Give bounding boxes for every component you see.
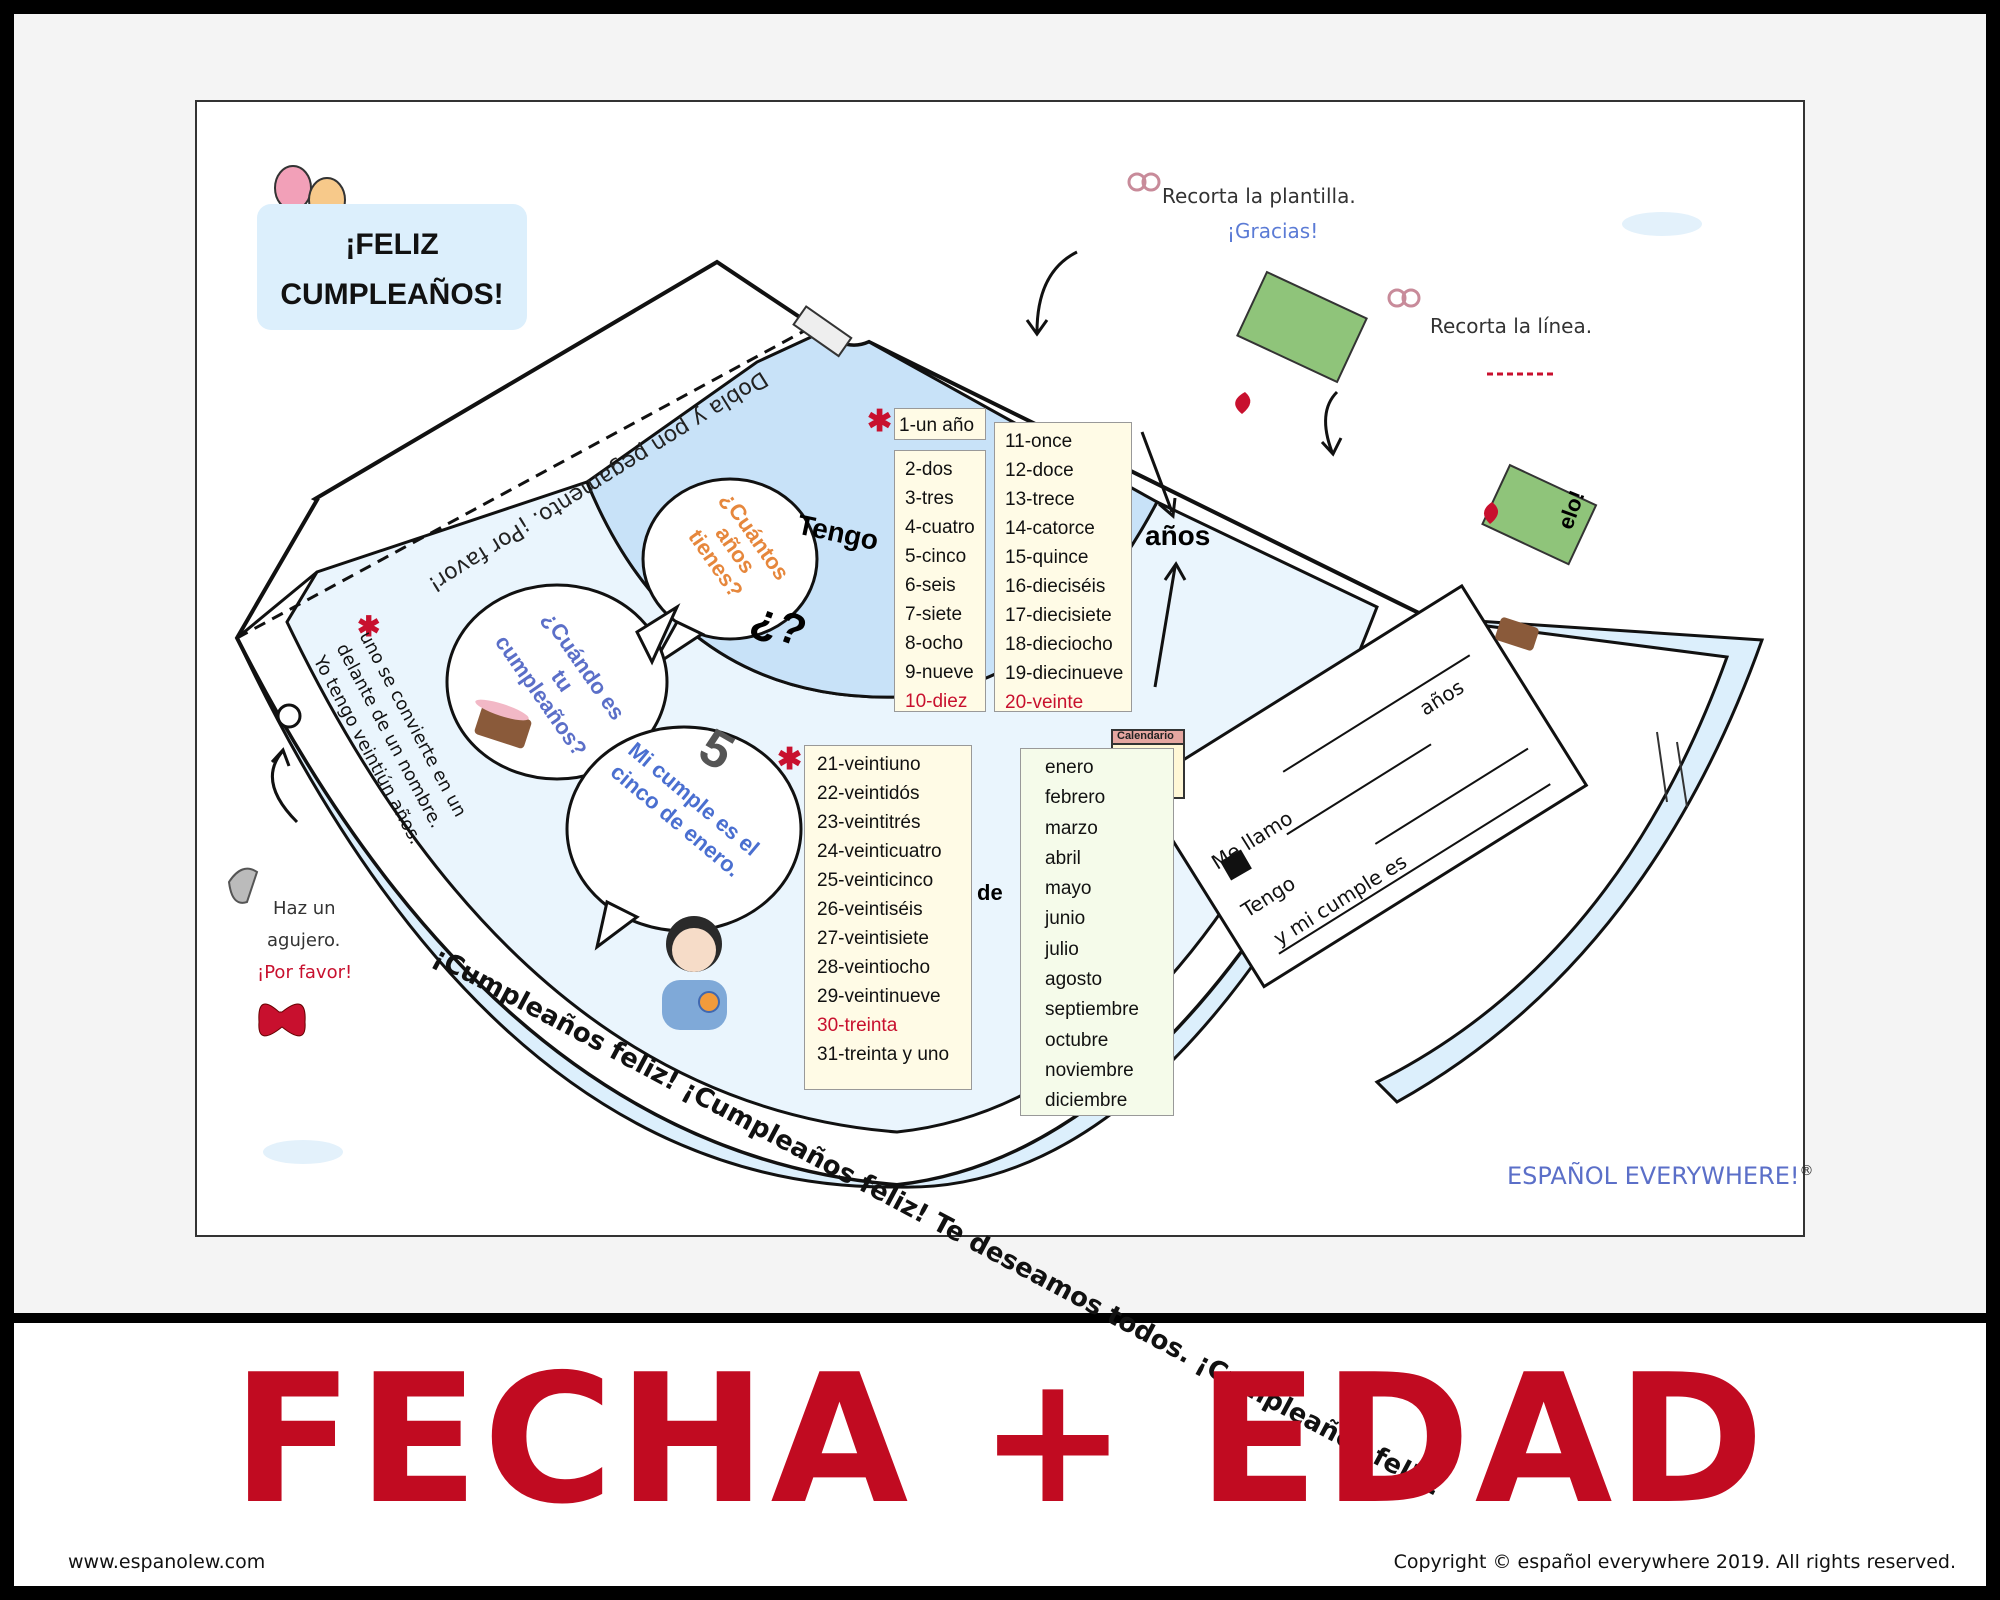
divider <box>14 1313 1986 1323</box>
number-item: 11-once <box>1005 431 1073 452</box>
number-item: 13-trece <box>1005 489 1075 510</box>
number-item: 15-quince <box>1005 547 1089 568</box>
please-text: ¡Por favor! <box>257 962 353 983</box>
number-item: 10-diez <box>905 691 968 712</box>
month-item: agosto <box>1045 969 1103 991</box>
number-item: 1-un año <box>899 415 975 436</box>
question-icon <box>1220 849 1252 881</box>
month-item: junio <box>1045 908 1086 930</box>
number-list-2-10: 2-dos 3-tres 4-cuatro 5-cinco 6-seis 7-s… <box>894 450 986 712</box>
hole-text-1: Haz un <box>273 898 336 919</box>
number-list-1: 1-un año <box>894 408 986 440</box>
month-item: noviembre <box>1045 1059 1134 1081</box>
month-item: marzo <box>1045 817 1098 839</box>
brand-text: ESPAÑOL EVERYWHERE! <box>1507 1162 1800 1190</box>
cloud-icon <box>1622 212 1702 236</box>
hole-punch-icon <box>227 867 259 904</box>
gift-icon <box>1235 270 1368 414</box>
number-list-11-20: 11-once 12-doce 13-trece 14-catorce 15-q… <box>994 422 1132 713</box>
month-item: febrero <box>1045 787 1106 809</box>
punch-hole-left <box>276 703 302 729</box>
anos-label: años <box>1145 520 1211 551</box>
music-icon <box>1656 731 1688 808</box>
de-label: de <box>977 880 1003 905</box>
month-list: enero febrero marzo abril mayo junio jul… <box>1020 748 1174 1116</box>
cake-icon-2 <box>1495 617 1539 651</box>
number-item: 27-veintisiete <box>817 928 929 949</box>
asterisk-icon-3: ✱ <box>357 611 381 642</box>
number-item: 28-veintiocho <box>817 957 931 978</box>
month-item: mayo <box>1045 878 1092 900</box>
number-item: 12-doce <box>1005 460 1074 481</box>
number-item: 4-cuatro <box>905 517 975 538</box>
number-item: 26-veintiséis <box>817 899 923 920</box>
main-title: FECHA + EDAD <box>231 1336 1769 1543</box>
number-item: 23-veintitrés <box>817 812 921 833</box>
number-item: 14-catorce <box>1005 518 1095 539</box>
brand-mark: ® <box>1799 1163 1814 1179</box>
cake-icon <box>474 699 532 749</box>
cloud-icon-2 <box>263 1140 343 1164</box>
cut-template-text: Recorta la plantilla. <box>1162 184 1356 208</box>
asterisk-icon: ✱ <box>867 405 893 438</box>
number-item: 7-siete <box>905 604 963 625</box>
number-item: 9-nueve <box>905 662 974 683</box>
number-item: 31-treinta y uno <box>817 1044 950 1065</box>
month-item: septiembre <box>1045 999 1139 1021</box>
fan-right-band <box>1374 615 1765 1104</box>
bow-icon <box>258 1003 306 1037</box>
calendar-label: Calendario <box>1117 730 1174 742</box>
number-item: 17-diecisiete <box>1005 605 1112 626</box>
month-item: diciembre <box>1045 1090 1128 1112</box>
number-item: 6-seis <box>905 575 956 596</box>
arrow-up-anos <box>1153 566 1177 688</box>
arrow-down-1 <box>1035 250 1078 333</box>
number-item: 5-cinco <box>905 546 967 567</box>
number-item: 22-veintidós <box>817 783 920 804</box>
bubble-cuantos-shape <box>641 477 819 641</box>
cut-line-text: Recorta la línea. <box>1430 314 1593 338</box>
thanks-text: ¡Gracias! <box>1227 219 1319 243</box>
scissors-icon-2 <box>1387 288 1407 308</box>
number-item: 8-ocho <box>905 633 964 654</box>
title-box: ¡FELIZ CUMPLEAÑOS! <box>257 204 527 330</box>
number-item: 3-tres <box>905 488 954 509</box>
number-item: 24-veinticuatro <box>817 841 942 862</box>
number-item: 29-veintinueve <box>817 986 941 1007</box>
number-list-21-31: 21-veintiuno 22-veintidós 23-veintitrés … <box>804 745 972 1090</box>
month-item: abril <box>1045 847 1081 869</box>
title-line2: CUMPLEAÑOS! <box>280 278 504 311</box>
arrow-up-left <box>270 751 299 824</box>
title-line1: ¡FELIZ <box>345 228 439 261</box>
number-item: 2-dos <box>905 459 953 480</box>
month-item: enero <box>1045 757 1094 778</box>
number-item: 19-diecinueve <box>1005 663 1124 684</box>
footer-copyright: Copyright © español everywhere 2019. All… <box>1393 1551 1956 1573</box>
gift-icon-2 <box>1481 463 1598 566</box>
number-item: 16-dieciséis <box>1005 576 1106 597</box>
scissors-icon <box>1127 172 1147 192</box>
number-item: 25-veinticinco <box>817 870 934 891</box>
answer-card <box>1137 583 1589 989</box>
glue-stick-icon <box>792 305 853 358</box>
worksheet-sheet: ¡FELIZ CUMPLEAÑOS! Recorta la plantilla.… <box>195 100 1814 1503</box>
footer-website: www.espanolew.com <box>68 1551 266 1573</box>
number-item: 20-veinte <box>1005 692 1084 713</box>
arrow-down-2 <box>1324 390 1339 453</box>
number-item: 21-veintiuno <box>817 754 921 775</box>
brand-logo: ESPAÑOL EVERYWHERE!® <box>1507 1162 1814 1190</box>
number-item: 30-treinta <box>817 1015 898 1036</box>
month-item: julio <box>1045 938 1079 960</box>
hole-text-2: agujero. <box>267 930 341 951</box>
asterisk-icon-2: ✱ <box>777 743 803 776</box>
number-item: 18-dieciocho <box>1005 634 1113 655</box>
girl-icon <box>662 916 727 1030</box>
fold-line <box>236 322 818 640</box>
arrow-to-anos <box>1140 431 1174 513</box>
month-item: octubre <box>1045 1029 1109 1051</box>
